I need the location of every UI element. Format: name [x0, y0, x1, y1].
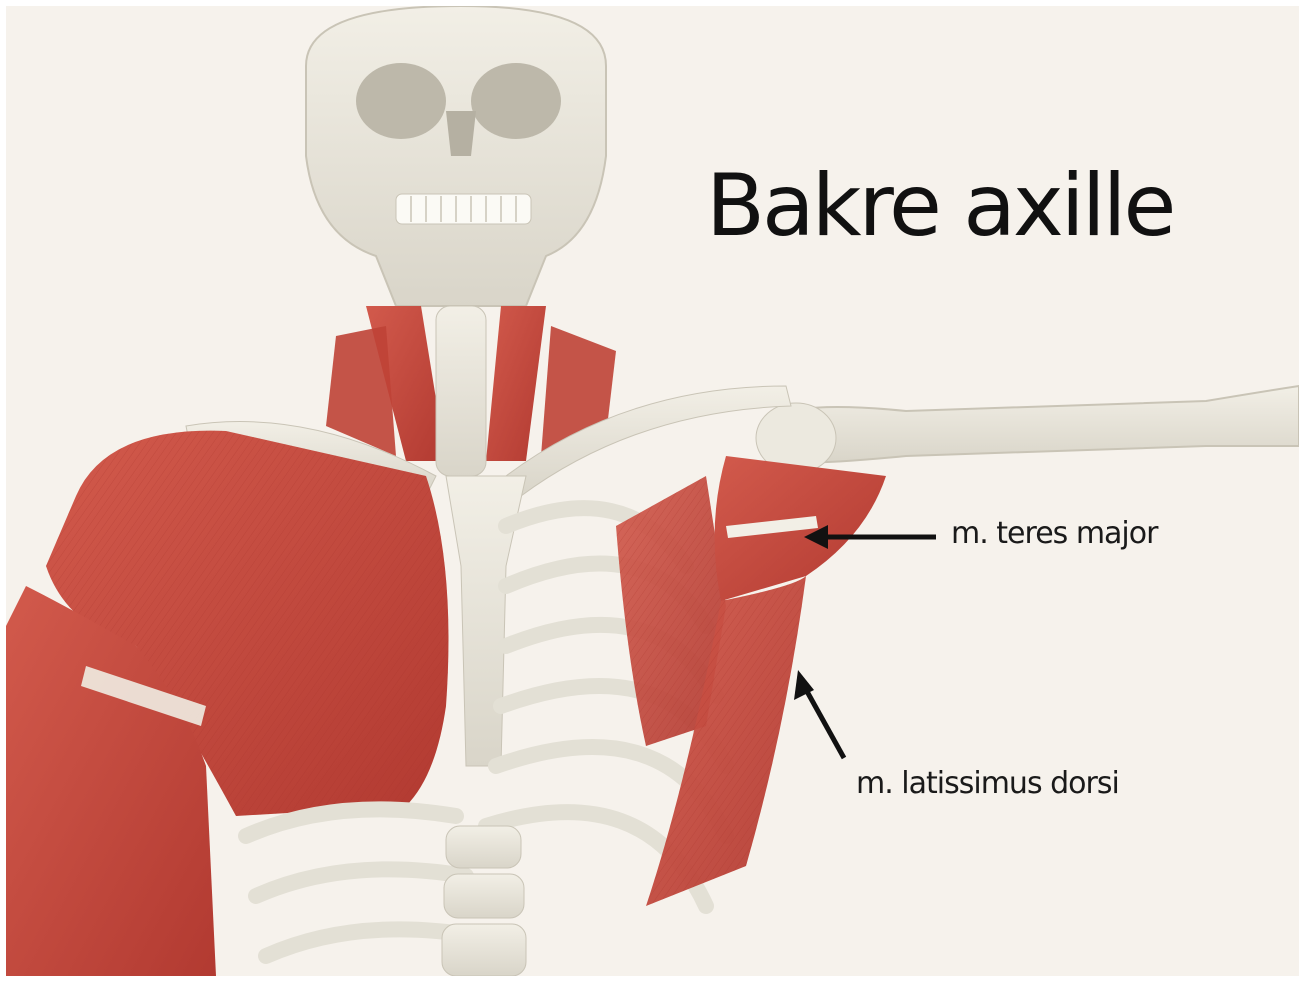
page-title: Bakre axille — [706, 156, 1173, 256]
skull — [306, 6, 606, 306]
label-teres-major: m. teres major — [951, 516, 1157, 551]
arrow-teres-major — [804, 525, 936, 549]
teres-major-muscle — [715, 456, 886, 601]
arrow-latissimus-dorsi — [794, 670, 844, 758]
label-latissimus-dorsi: m. latissimus dorsi — [856, 766, 1119, 801]
humerus-bone — [756, 386, 1299, 473]
vertebrae — [442, 826, 526, 976]
anatomy-illustration — [6, 6, 1299, 976]
image-frame: Bakre axille m. teres major m. latissimu… — [6, 6, 1299, 976]
